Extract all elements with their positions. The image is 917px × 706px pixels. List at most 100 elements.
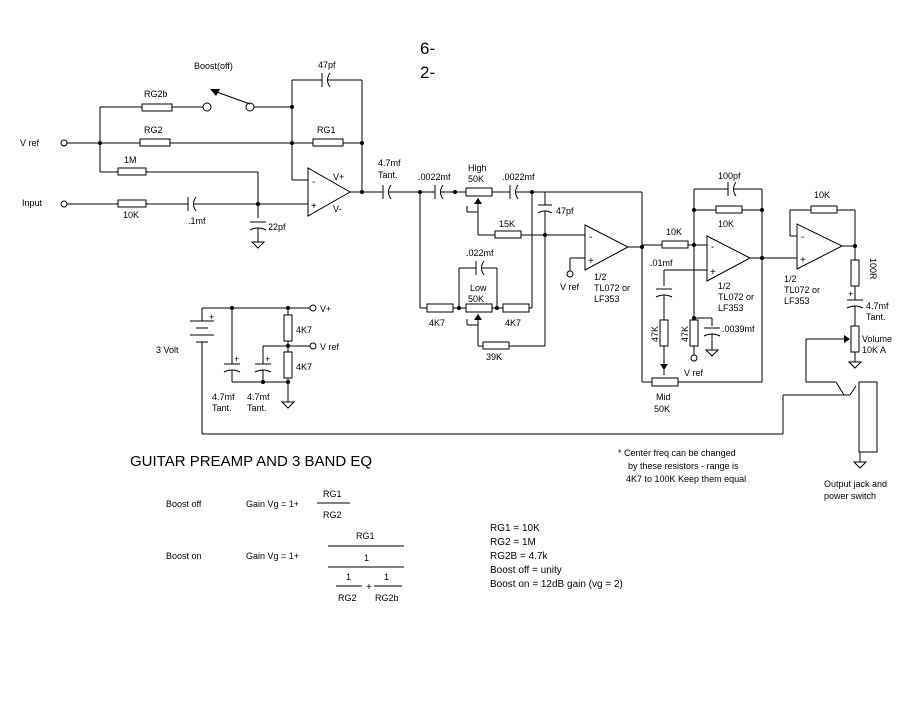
supply-vref-terminal bbox=[309, 342, 317, 350]
opamp2-label-3: LF353 bbox=[594, 294, 620, 304]
rg1-label: RG1 bbox=[317, 125, 336, 135]
input-terminal bbox=[60, 200, 68, 208]
r10k-mid-resistor bbox=[661, 240, 689, 249]
output-stage: 10K - + 1/2 TL072 or LF353 100R + 4.7mf … bbox=[202, 190, 892, 501]
opamp1-plus: + bbox=[311, 201, 317, 212]
c100pf-label: 100pf bbox=[718, 171, 741, 181]
r39k-label: 39K bbox=[486, 352, 502, 362]
opamp3-plus: + bbox=[710, 267, 716, 278]
r4k7b-resistor bbox=[502, 303, 530, 313]
opamp-2-stage: - + V ref 1/2 TL072 or LF353 bbox=[545, 191, 644, 382]
supply-c2-label-2: Tant. bbox=[247, 403, 267, 413]
value-line-2: RG2 = 1M bbox=[490, 537, 536, 548]
r15k-label: 15K bbox=[499, 219, 515, 229]
opamp4-label-2: TL072 or bbox=[784, 285, 820, 295]
volume-pot bbox=[850, 325, 860, 353]
note-line-2: by these resistors - range is bbox=[628, 461, 739, 471]
opamp2-label-1: 1/2 bbox=[594, 272, 607, 282]
supply-4k7-b-resistor bbox=[283, 351, 293, 379]
boost-off-gain: Gain Vg = 1+ bbox=[246, 499, 299, 509]
c47pf-mid-label: 47pf bbox=[556, 206, 574, 216]
battery-label: 3 Volt bbox=[156, 345, 179, 355]
boost-switch-contact-a bbox=[202, 102, 212, 112]
mid-label-1: Mid bbox=[656, 392, 671, 402]
c-out-label-1: 4.7mf bbox=[866, 301, 889, 311]
tone-stack: 4.7mf Tant. .0022mf High 50K 15K .0022mf… bbox=[378, 158, 585, 362]
boost-on-b-num: 1 bbox=[384, 572, 389, 582]
opamp4-plus: + bbox=[800, 255, 806, 266]
boost-off-den: RG2 bbox=[323, 510, 342, 520]
opamp1-vminus: V- bbox=[333, 204, 342, 214]
rg2b-label: RG2b bbox=[144, 89, 168, 99]
value-line-3: RG2B = 4.7k bbox=[490, 551, 549, 562]
vplus-label: V+ bbox=[320, 304, 331, 314]
boost-on-b-den: RG2b bbox=[375, 593, 399, 603]
supply-c1-label-1: 4.7mf bbox=[212, 392, 235, 402]
c47mf-tant-label-2: Tant. bbox=[378, 170, 398, 180]
rg2-resistor bbox=[139, 138, 171, 147]
opamp2-plus: + bbox=[588, 256, 594, 267]
boost-on-label: Boost on bbox=[166, 551, 202, 561]
opamp3-label-1: 1/2 bbox=[718, 281, 731, 291]
r47k-b-resistor bbox=[689, 319, 699, 347]
opamp3-minus: - bbox=[711, 242, 714, 253]
jack-label-2: power switch bbox=[824, 491, 876, 501]
r10k-mid-label: 10K bbox=[666, 227, 682, 237]
r47k-a-label: 47K bbox=[650, 326, 660, 342]
boost-on-plus: + bbox=[366, 582, 372, 593]
boost-on-one: 1 bbox=[364, 553, 369, 563]
opamp-1 bbox=[307, 167, 352, 217]
value-line-5: Boost on = 12dB gain (vg = 2) bbox=[490, 579, 623, 590]
vref-in-label: V ref bbox=[20, 138, 40, 148]
formula-boost-on: Boost on Gain Vg = 1+ RG1 1 1 RG2 + 1 RG… bbox=[166, 531, 404, 603]
corner-label-1: 6- bbox=[420, 39, 435, 58]
r39k-resistor bbox=[482, 341, 510, 350]
r47k-b-label: 47K bbox=[680, 326, 690, 342]
boost-switch-contact-b bbox=[245, 102, 255, 112]
boost-switch-label: Boost(off) bbox=[194, 61, 233, 71]
r10k-out-resistor bbox=[810, 205, 838, 214]
input-label: Input bbox=[22, 198, 43, 208]
opamp3-label-2: TL072 or bbox=[718, 292, 754, 302]
battery-plus: + bbox=[209, 312, 214, 322]
opamp4-minus: - bbox=[801, 232, 804, 243]
opamp3-label-3: LF353 bbox=[718, 303, 744, 313]
r4k7b-label: 4K7 bbox=[505, 318, 521, 328]
r15k-resistor bbox=[494, 230, 522, 239]
r10k-fb-resistor bbox=[715, 205, 743, 214]
low-label-2: 50K bbox=[468, 294, 484, 304]
boost-on-a-den: RG2 bbox=[338, 593, 357, 603]
opamp1-vplus: V+ bbox=[333, 172, 344, 182]
c47pf-top-label: 47pf bbox=[318, 60, 336, 70]
formula-boost-off: Boost off Gain Vg = 1+ RG1 RG2 bbox=[166, 489, 350, 520]
c1mf-label: .1mf bbox=[188, 216, 206, 226]
rg1-resistor bbox=[312, 138, 344, 147]
page-title: GUITAR PREAMP AND 3 BAND EQ bbox=[130, 453, 372, 470]
opamp2-vref-label: V ref bbox=[560, 282, 580, 292]
jack-label-1: Output jack and bbox=[824, 479, 887, 489]
r100r-label: 100R bbox=[868, 258, 878, 280]
r10k-out-label: 10K bbox=[814, 190, 830, 200]
opamp2-minus: - bbox=[589, 232, 592, 243]
supply-4k7-a-label: 4K7 bbox=[296, 325, 312, 335]
opamp2-vref-terminal bbox=[566, 270, 574, 278]
r1m-resistor bbox=[117, 167, 147, 176]
boost-off-num: RG1 bbox=[323, 489, 342, 499]
boost-on-num: RG1 bbox=[356, 531, 375, 541]
r1m-label: 1M bbox=[124, 155, 137, 165]
opamp-3 bbox=[706, 235, 752, 282]
high-pot bbox=[465, 187, 493, 197]
high-label-1: High bbox=[468, 163, 487, 173]
value-line-4: Boost off = unity bbox=[490, 565, 562, 576]
r4k7a-label: 4K7 bbox=[429, 318, 445, 328]
r10k-fb-label: 10K bbox=[718, 219, 734, 229]
opamp-2 bbox=[584, 224, 630, 271]
high-label-2: 50K bbox=[468, 174, 484, 184]
value-line-1: RG1 = 10K bbox=[490, 523, 540, 534]
vref-terminal bbox=[60, 139, 68, 147]
opamp4-label-1: 1/2 bbox=[784, 274, 797, 284]
boost-off-label: Boost off bbox=[166, 499, 202, 509]
r10k-input-resistor bbox=[117, 199, 147, 208]
rg2b-resistor bbox=[141, 103, 173, 112]
c47mf-tant-label-1: 4.7mf bbox=[378, 158, 401, 168]
